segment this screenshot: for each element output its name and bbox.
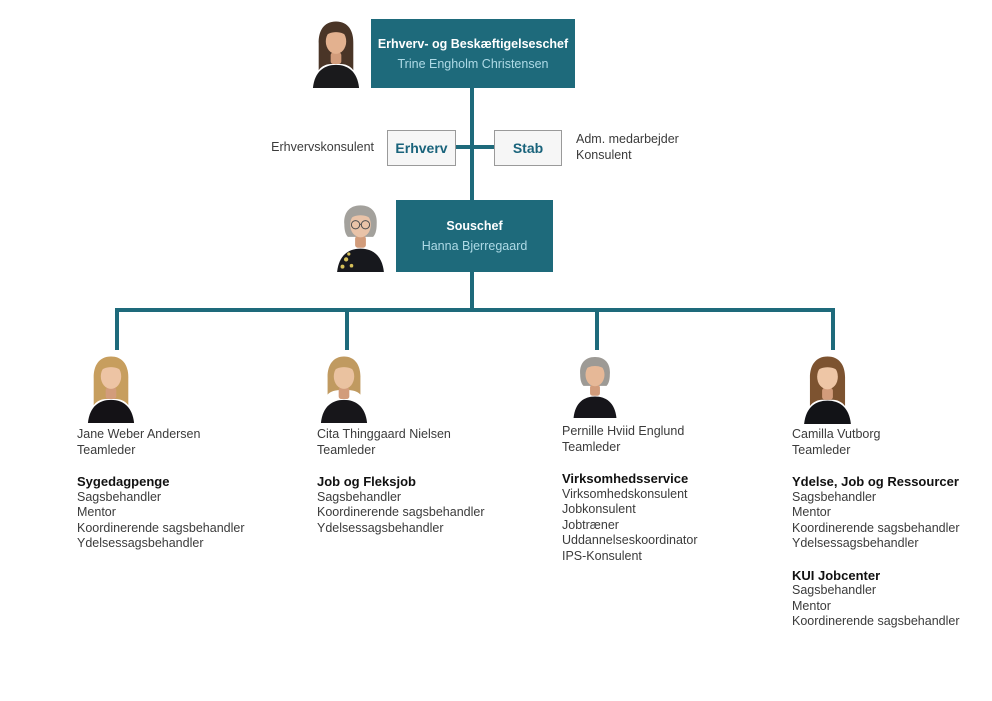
section-item: Sagsbehandler [317,489,402,504]
person-name: Camilla Vutborg [792,427,881,441]
section-item: Koordinerende sagsbehandler [792,520,960,535]
erhverv-box: Erhverv [387,130,456,166]
section-heading: Job og Fleksjob [317,474,416,489]
label-erhvervskonsulent: Erhvervskonsulent [271,140,374,154]
section-item: Jobtræner [562,517,619,532]
section-item: Koordinerende sagsbehandler [317,505,485,519]
connector-drop-1 [115,308,119,350]
section-item: Koordinerende sagsbehandler [792,614,960,628]
section-item: Uddannelseskoordinator [562,533,698,547]
section-item: Ydelsessagsbehandler [77,536,204,550]
section-item: Ydelsessagsbehandler [317,520,444,535]
section-item: Sagsbehandler [792,583,877,597]
photo-camilla-vutborg [800,352,855,424]
section-item: Koordinerende sagsbehandler [77,520,245,535]
branch-job-og-fleksjob: Cita Thinggaard Nielsen Teamleder Job og… [317,427,485,536]
connector-erhverv-stab [454,145,494,149]
connector-top-vertical [470,88,474,200]
photo-cita-thinggaard-nielsen [317,352,371,423]
connector-souschef-vertical [470,272,474,310]
souschef-box: Souschef Hanna Bjerregaard [396,200,553,272]
chief-title: Erhverv- og Beskæftigelseschef [377,36,569,51]
section-item: Virksomhedskonsulent [562,486,688,501]
photo-jane-weber-andersen [84,352,138,423]
section-item: Jobkonsulent [562,502,636,516]
label-adm-medarbejder: Adm. medarbejder [576,132,679,146]
stab-box: Stab [494,130,562,166]
label-stab-roles: Adm. medarbejder Konsulent [576,132,726,163]
branch-sygedagpenge: Jane Weber Andersen Teamleder Sygedagpen… [77,427,245,552]
connector-drop-2 [345,308,349,350]
chief-name: Trine Engholm Christensen [397,56,549,71]
connector-branches-horizontal [115,308,835,312]
connector-drop-4 [831,308,835,350]
person-role: Teamleder [562,439,621,454]
section-item: Mentor [792,505,831,519]
section-heading: KUI Jobcenter [792,567,881,583]
section-heading: Ydelse, Job og Ressourcer [792,474,959,489]
connector-drop-3 [595,308,599,350]
section-item: Sagsbehandler [792,489,877,504]
section-item: IPS-Konsulent [562,548,642,563]
souschef-title: Souschef [446,219,503,233]
section-heading: Virksomhedsservice [562,471,689,486]
person-role: Teamleder [792,442,851,457]
person-name: Pernille Hviid Englund [562,424,685,438]
section-item: Mentor [792,598,831,613]
branch-ydelse-job-ressourcer: Camilla Vutborg Teamleder Ydelse, Job og… [792,427,960,630]
person-role: Teamleder [317,442,376,457]
section-heading: Sygedagpenge [77,474,170,489]
souschef-name: Hanna Bjerregaard [421,239,528,253]
photo-trine-engholm-christensen [300,17,372,88]
section-item: Mentor [77,505,116,519]
person-name: Cita Thinggaard Nielsen [317,427,451,441]
person-name: Jane Weber Andersen [77,427,201,441]
section-item: Sagsbehandler [77,489,162,504]
section-item: Ydelsessagsbehandler [792,536,919,550]
photo-hanna-bjerregaard [325,200,396,272]
branch-virksomhedsservice: Pernille Hviid Englund Teamleder Virksom… [562,424,698,564]
person-role: Teamleder [77,442,136,457]
photo-pernille-hviid-englund [566,352,624,418]
chief-box: Erhverv- og Beskæftigelseschef Trine Eng… [371,19,575,88]
label-konsulent: Konsulent [576,147,632,162]
